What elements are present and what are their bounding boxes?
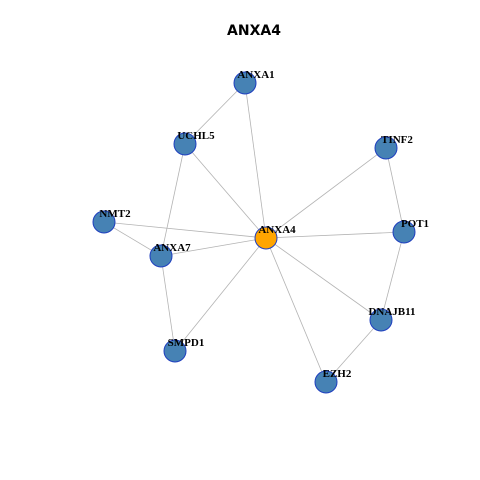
edge-anxa7-smpd1 <box>160 255 176 352</box>
node-label-smpd1: SMPD1 <box>168 337 205 349</box>
edge-nmt2-anxa4 <box>103 221 267 239</box>
edge-uchl5-anxa4 <box>184 143 267 239</box>
node-circle-anxa4 <box>254 226 278 250</box>
node-circle-ezh2 <box>314 370 338 394</box>
node-label-ezh2: EZH2 <box>323 368 352 380</box>
edge-smpd1-anxa4 <box>174 237 267 352</box>
node-label-nmt2: NMT2 <box>99 208 131 220</box>
node-label-pot1: POT1 <box>401 218 429 230</box>
node-smpd1: SMPD1 <box>163 337 205 363</box>
node-label-anxa4: ANXA4 <box>258 224 296 236</box>
node-circle-tinf2 <box>374 136 398 160</box>
edge-anxa1-anxa4 <box>244 82 267 239</box>
node-tinf2: TINF2 <box>374 134 413 160</box>
edge-tinf2-anxa4 <box>265 147 387 239</box>
node-anxa4: ANXA4 <box>254 224 296 250</box>
edge-anxa7-anxa4 <box>160 237 267 257</box>
edge-anxa1-uchl5 <box>184 82 246 145</box>
node-uchl5: UCHL5 <box>173 130 215 156</box>
node-circle-uchl5 <box>173 132 197 156</box>
graph-title: ANXA4 <box>227 23 281 39</box>
edge-uchl5-anxa7 <box>160 143 186 257</box>
node-dnajb11: DNAJB11 <box>368 306 416 332</box>
node-label-anxa7: ANXA7 <box>153 242 191 254</box>
edge-tinf2-pot1 <box>385 147 405 233</box>
edge-layer <box>103 82 405 383</box>
edge-dnajb11-ezh2 <box>325 319 382 383</box>
node-pot1: POT1 <box>392 218 429 244</box>
node-nmt2: NMT2 <box>92 208 131 234</box>
node-label-tinf2: TINF2 <box>381 134 413 146</box>
node-circle-nmt2 <box>92 210 116 234</box>
node-label-anxa1: ANXA1 <box>237 69 274 81</box>
edge-pot1-dnajb11 <box>380 231 405 321</box>
node-circle-smpd1 <box>163 339 187 363</box>
node-anxa1: ANXA1 <box>233 69 275 95</box>
edge-dnajb11-anxa4 <box>265 237 382 321</box>
node-label-dnajb11: DNAJB11 <box>368 306 415 318</box>
node-label-uchl5: UCHL5 <box>177 130 215 142</box>
edge-pot1-anxa4 <box>265 231 405 239</box>
node-circle-pot1 <box>392 220 416 244</box>
node-circle-anxa1 <box>233 71 257 95</box>
edge-ezh2-anxa4 <box>265 237 327 383</box>
node-circle-anxa7 <box>149 244 173 268</box>
node-anxa7: ANXA7 <box>149 242 191 268</box>
node-ezh2: EZH2 <box>314 368 352 394</box>
node-circle-dnajb11 <box>369 308 393 332</box>
